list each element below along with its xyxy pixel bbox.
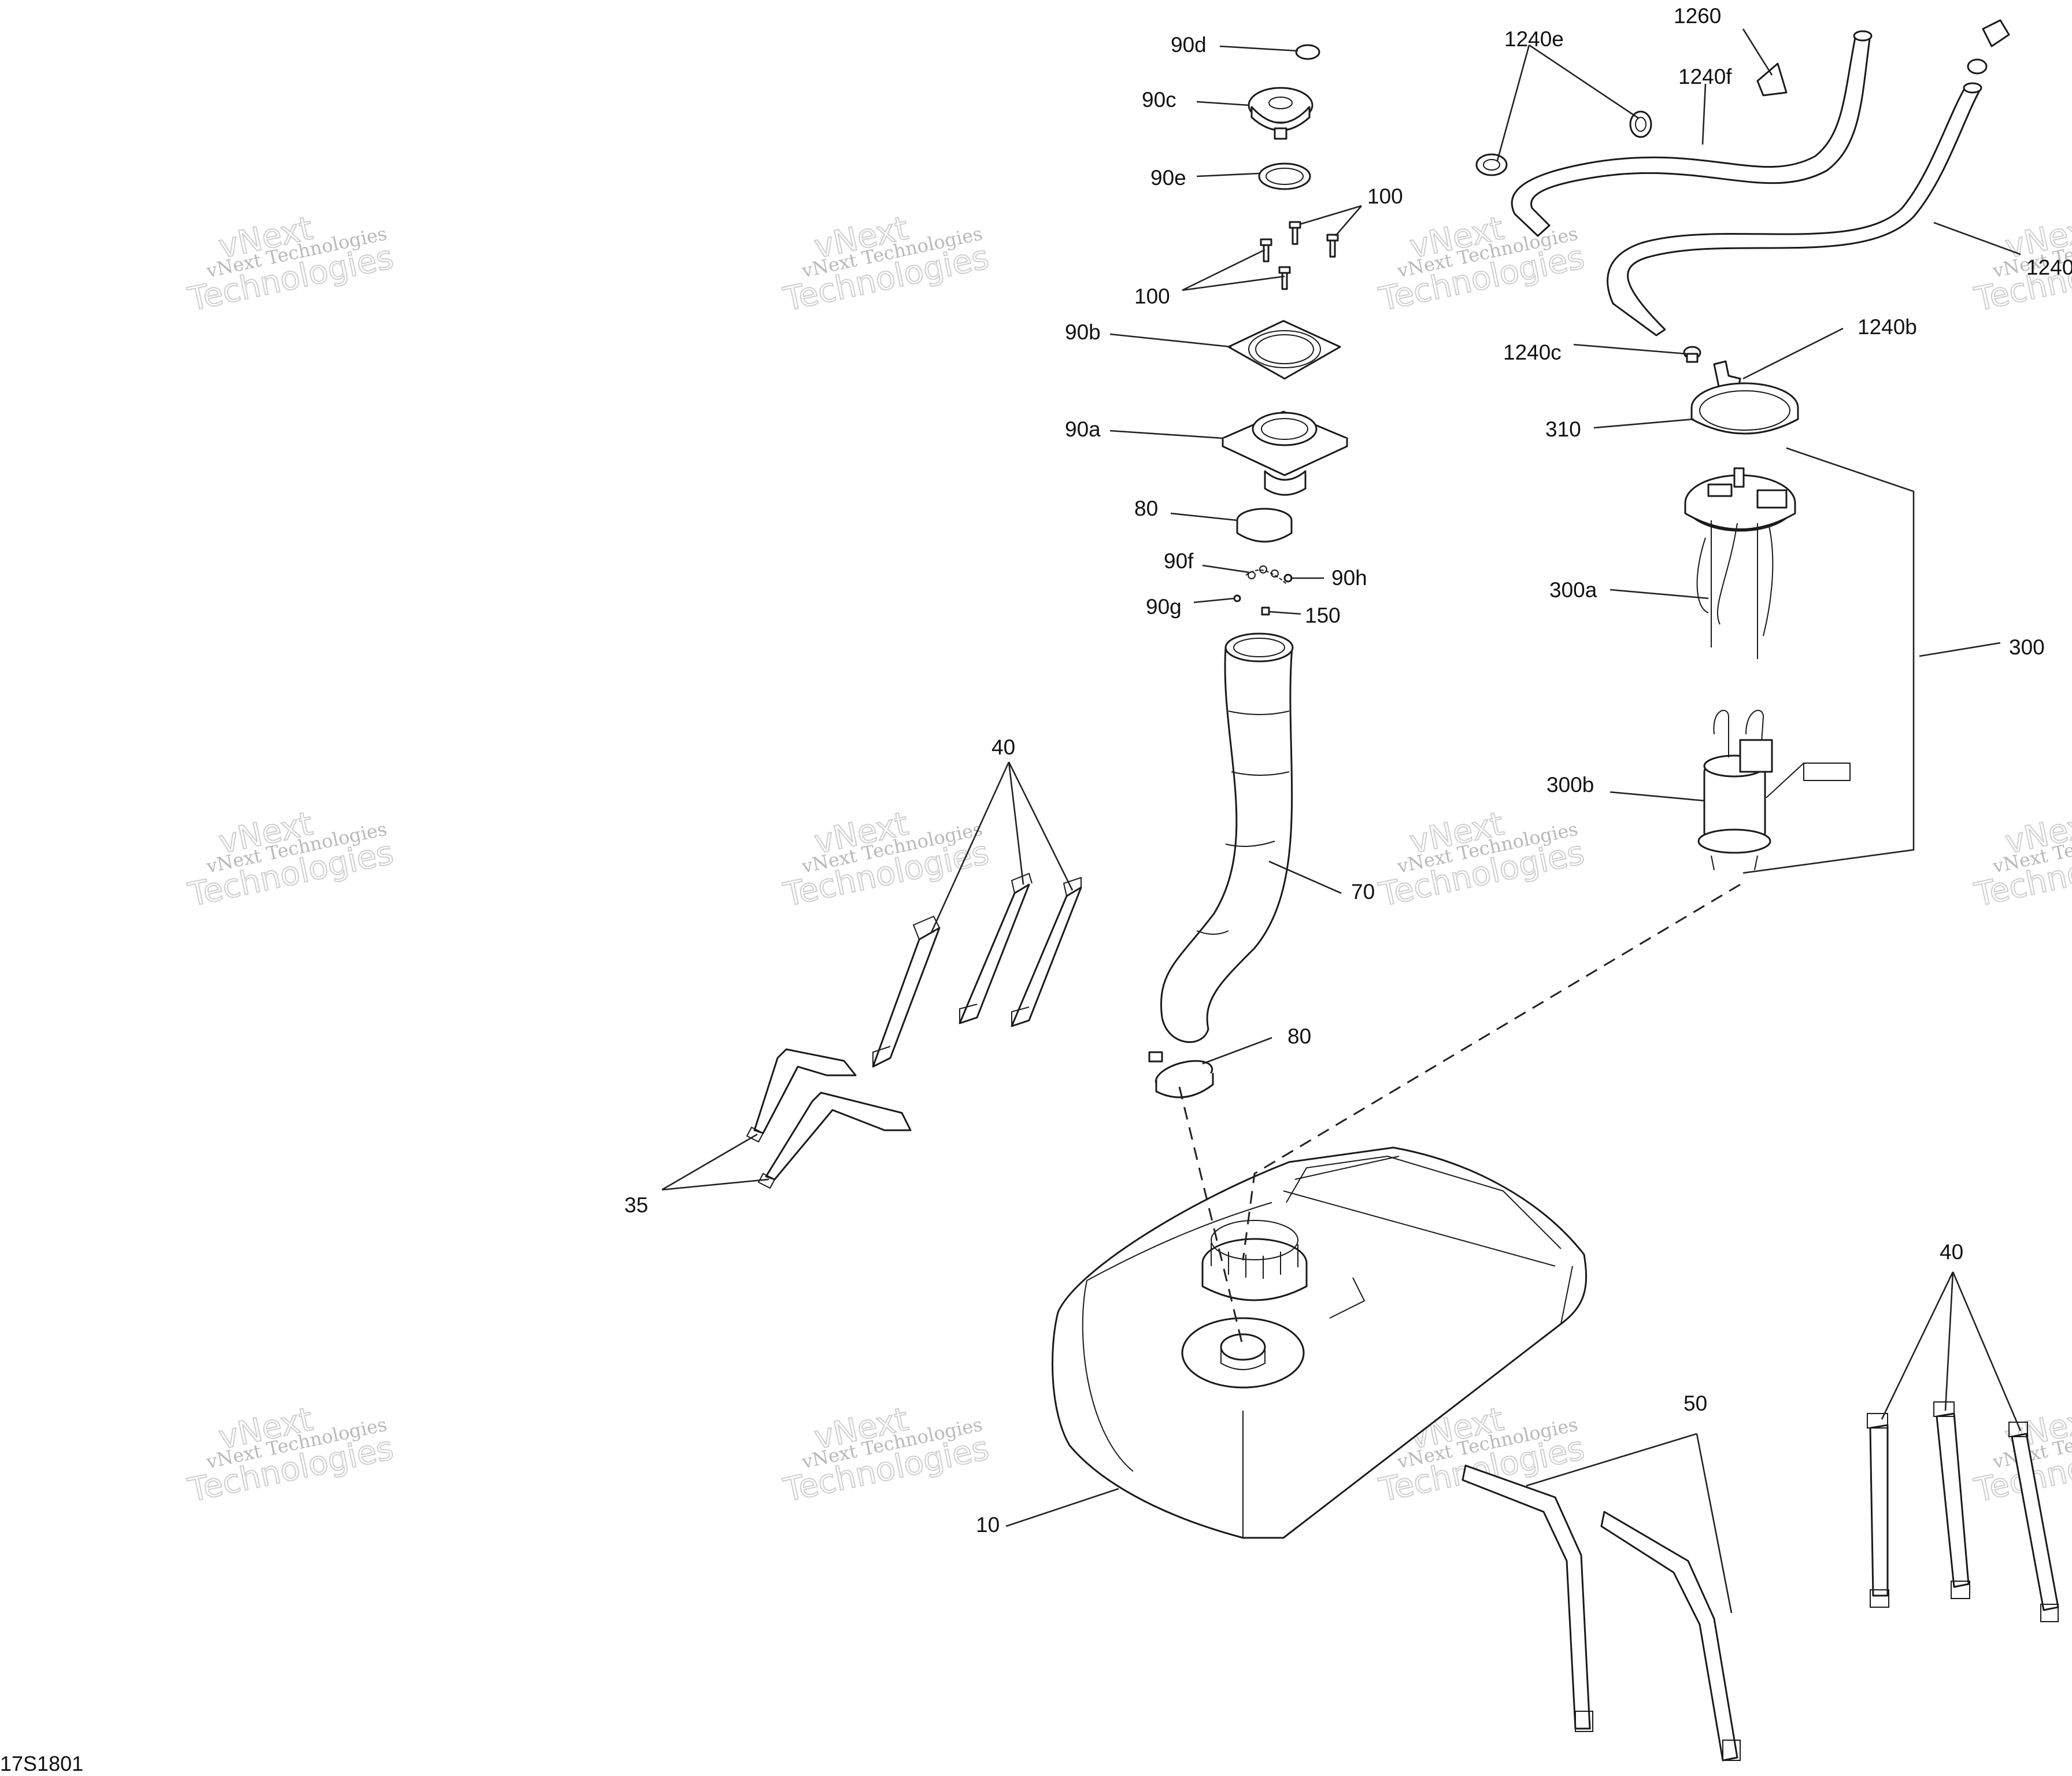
callout-40-left: 40 [991,735,1015,759]
callout-80-upper: 80 [1134,497,1158,520]
part-80-hose-clamp-lower [1148,1051,1214,1098]
callout-90d: 90d [1171,33,1207,57]
callout-80-lower: 80 [1287,1024,1311,1048]
callout-35: 35 [624,1193,648,1217]
callout-300a: 300a [1549,578,1597,602]
part-90a-filler-flange [1222,410,1348,496]
part-1240f-vent-hose [1511,30,1873,237]
part-40-straps-left [872,872,1082,1068]
callout-90e: 90e [1150,166,1186,190]
callout-90h: 90h [1331,566,1367,590]
watermark: vNext vNext Technologies Technologies [184,804,397,915]
watermark: vNext vNext Technologies Technologies [780,804,993,915]
part-300a-pump-flange [1684,467,1796,659]
part-310-lock-ring [1690,382,1799,435]
bracket-300 [1742,447,1915,874]
alignment-line-pump [1242,883,1741,1261]
callout-1240f: 1240f [1678,65,1732,88]
part-150-screw [1261,606,1270,616]
watermark: vNext vNext Technologies Technologies [780,1400,993,1510]
callout-10: 10 [976,1513,1000,1537]
callout-150: 150 [1305,604,1341,627]
watermark: vNext vNext Technologies Technologies [1375,209,1588,319]
part-1240-vent-hose-long [1607,82,1982,336]
part-1240e-clamps [1475,110,1652,176]
part-90g-ring [1233,594,1241,602]
callout-1240c: 1240c [1503,341,1562,364]
callout-100-lower: 100 [1134,284,1170,308]
figure-id: 17S1801 [0,1752,84,1775]
callout-1260: 1260 [1674,4,1721,28]
part-90d-cap-plug [1295,44,1320,60]
part-35-brackets [746,1048,912,1189]
callout-100-upper: 100 [1367,184,1403,208]
callout-300: 300 [2009,635,2045,659]
part-50-straps-bottom [1462,1464,1741,1762]
callout-310: 310 [1545,417,1581,441]
part-70-filler-hose [1160,632,1294,1043]
part-90c-fuel-cap [1248,87,1314,140]
part-40-straps-right [1867,1401,2059,1622]
part-90b-gasket [1227,320,1341,380]
callout-50: 50 [1684,1392,1707,1415]
part-300b-pump-module [1697,709,1851,871]
callout-labels: 90d 90c 90e 100 100 90b 90a 80 90f 90h 9… [624,4,2072,1537]
watermark: vNext vNext Technologies Technologies [184,209,397,319]
watermark: vNext vNext Technologies Technologies [1971,804,2072,915]
callout-90c: 90c [1142,88,1176,112]
callout-1240e: 1240e [1504,27,1564,51]
watermark: vNext vNext Technologies Technologies [1375,804,1588,915]
part-100-screws [1260,221,1339,290]
leader-lines [661,28,2022,1614]
callout-300b: 300b [1546,773,1594,797]
part-90e-o-ring [1258,162,1311,190]
callout-90f: 90f [1164,549,1194,573]
part-1260-clip [1756,62,1788,97]
part-90f-retaining-chain [1245,565,1287,584]
callout-90g: 90g [1146,595,1182,619]
callout-40-right: 40 [1940,1240,1963,1264]
callout-1240b: 1240b [1858,315,1917,339]
watermark: vNext vNext Technologies Technologies [780,209,993,319]
callout-1240-edge: 1240 [2026,256,2072,279]
alignment-line-filler [1178,1086,1244,1348]
callout-90a: 90a [1065,417,1101,441]
part-1240-fittings-edge [1967,19,2010,75]
callout-70: 70 [1351,880,1375,904]
part-80-hose-clamp-upper [1236,508,1293,543]
part-1240c-clamp [1683,346,1701,363]
watermark: vNext vNext Technologies Technologies [184,1400,397,1510]
callout-90b: 90b [1065,320,1101,344]
